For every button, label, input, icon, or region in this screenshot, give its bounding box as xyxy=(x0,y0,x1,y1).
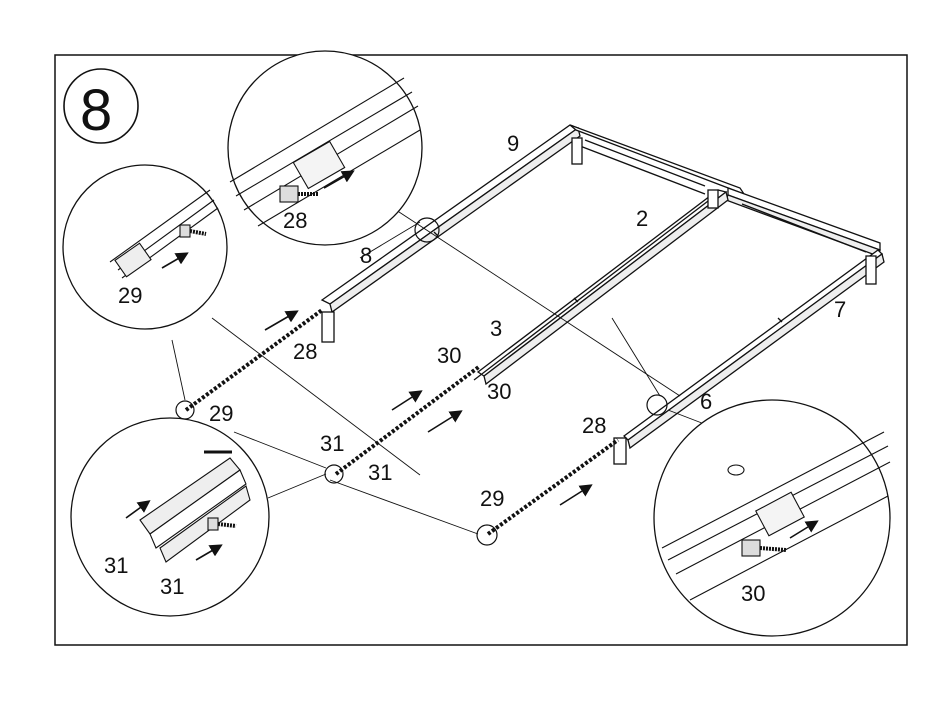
label-part-2: 2 xyxy=(636,206,648,231)
rod-29-bottom xyxy=(488,440,618,534)
label-part-3: 3 xyxy=(490,316,502,341)
label-part-29-bottom: 29 xyxy=(480,486,504,511)
detail-left-label: 29 xyxy=(118,283,142,308)
label-part-30-a: 30 xyxy=(437,343,461,368)
label-part-8: 8 xyxy=(360,243,372,268)
step-number: 8 xyxy=(80,78,112,143)
detail-right-label: 30 xyxy=(741,581,765,606)
label-part-28-left: 28 xyxy=(293,339,317,364)
label-part-30-b: 30 xyxy=(487,379,511,404)
callout-point-29-bottom xyxy=(477,525,497,545)
label-part-9: 9 xyxy=(507,131,519,156)
rod-31 xyxy=(336,366,480,474)
detail-bl-label-b: 31 xyxy=(160,574,184,599)
detail-right-30: 30 xyxy=(654,400,890,636)
label-part-29-left: 29 xyxy=(209,401,233,426)
detail-top-28: 28 xyxy=(228,51,422,245)
detail-top-label: 28 xyxy=(283,208,307,233)
label-part-7: 7 xyxy=(834,297,846,322)
label-part-31-b: 31 xyxy=(368,460,392,485)
label-part-31-a: 31 xyxy=(320,431,344,456)
label-part-28-right: 28 xyxy=(582,413,606,438)
detail-bottomleft-31: 31 31 xyxy=(71,418,269,616)
callout-point-31 xyxy=(325,465,343,483)
callout-point-29-left xyxy=(176,401,194,419)
detail-left-29: 29 xyxy=(63,165,227,329)
label-part-6: 6 xyxy=(700,389,712,414)
detail-bl-label-a: 31 xyxy=(104,553,128,578)
